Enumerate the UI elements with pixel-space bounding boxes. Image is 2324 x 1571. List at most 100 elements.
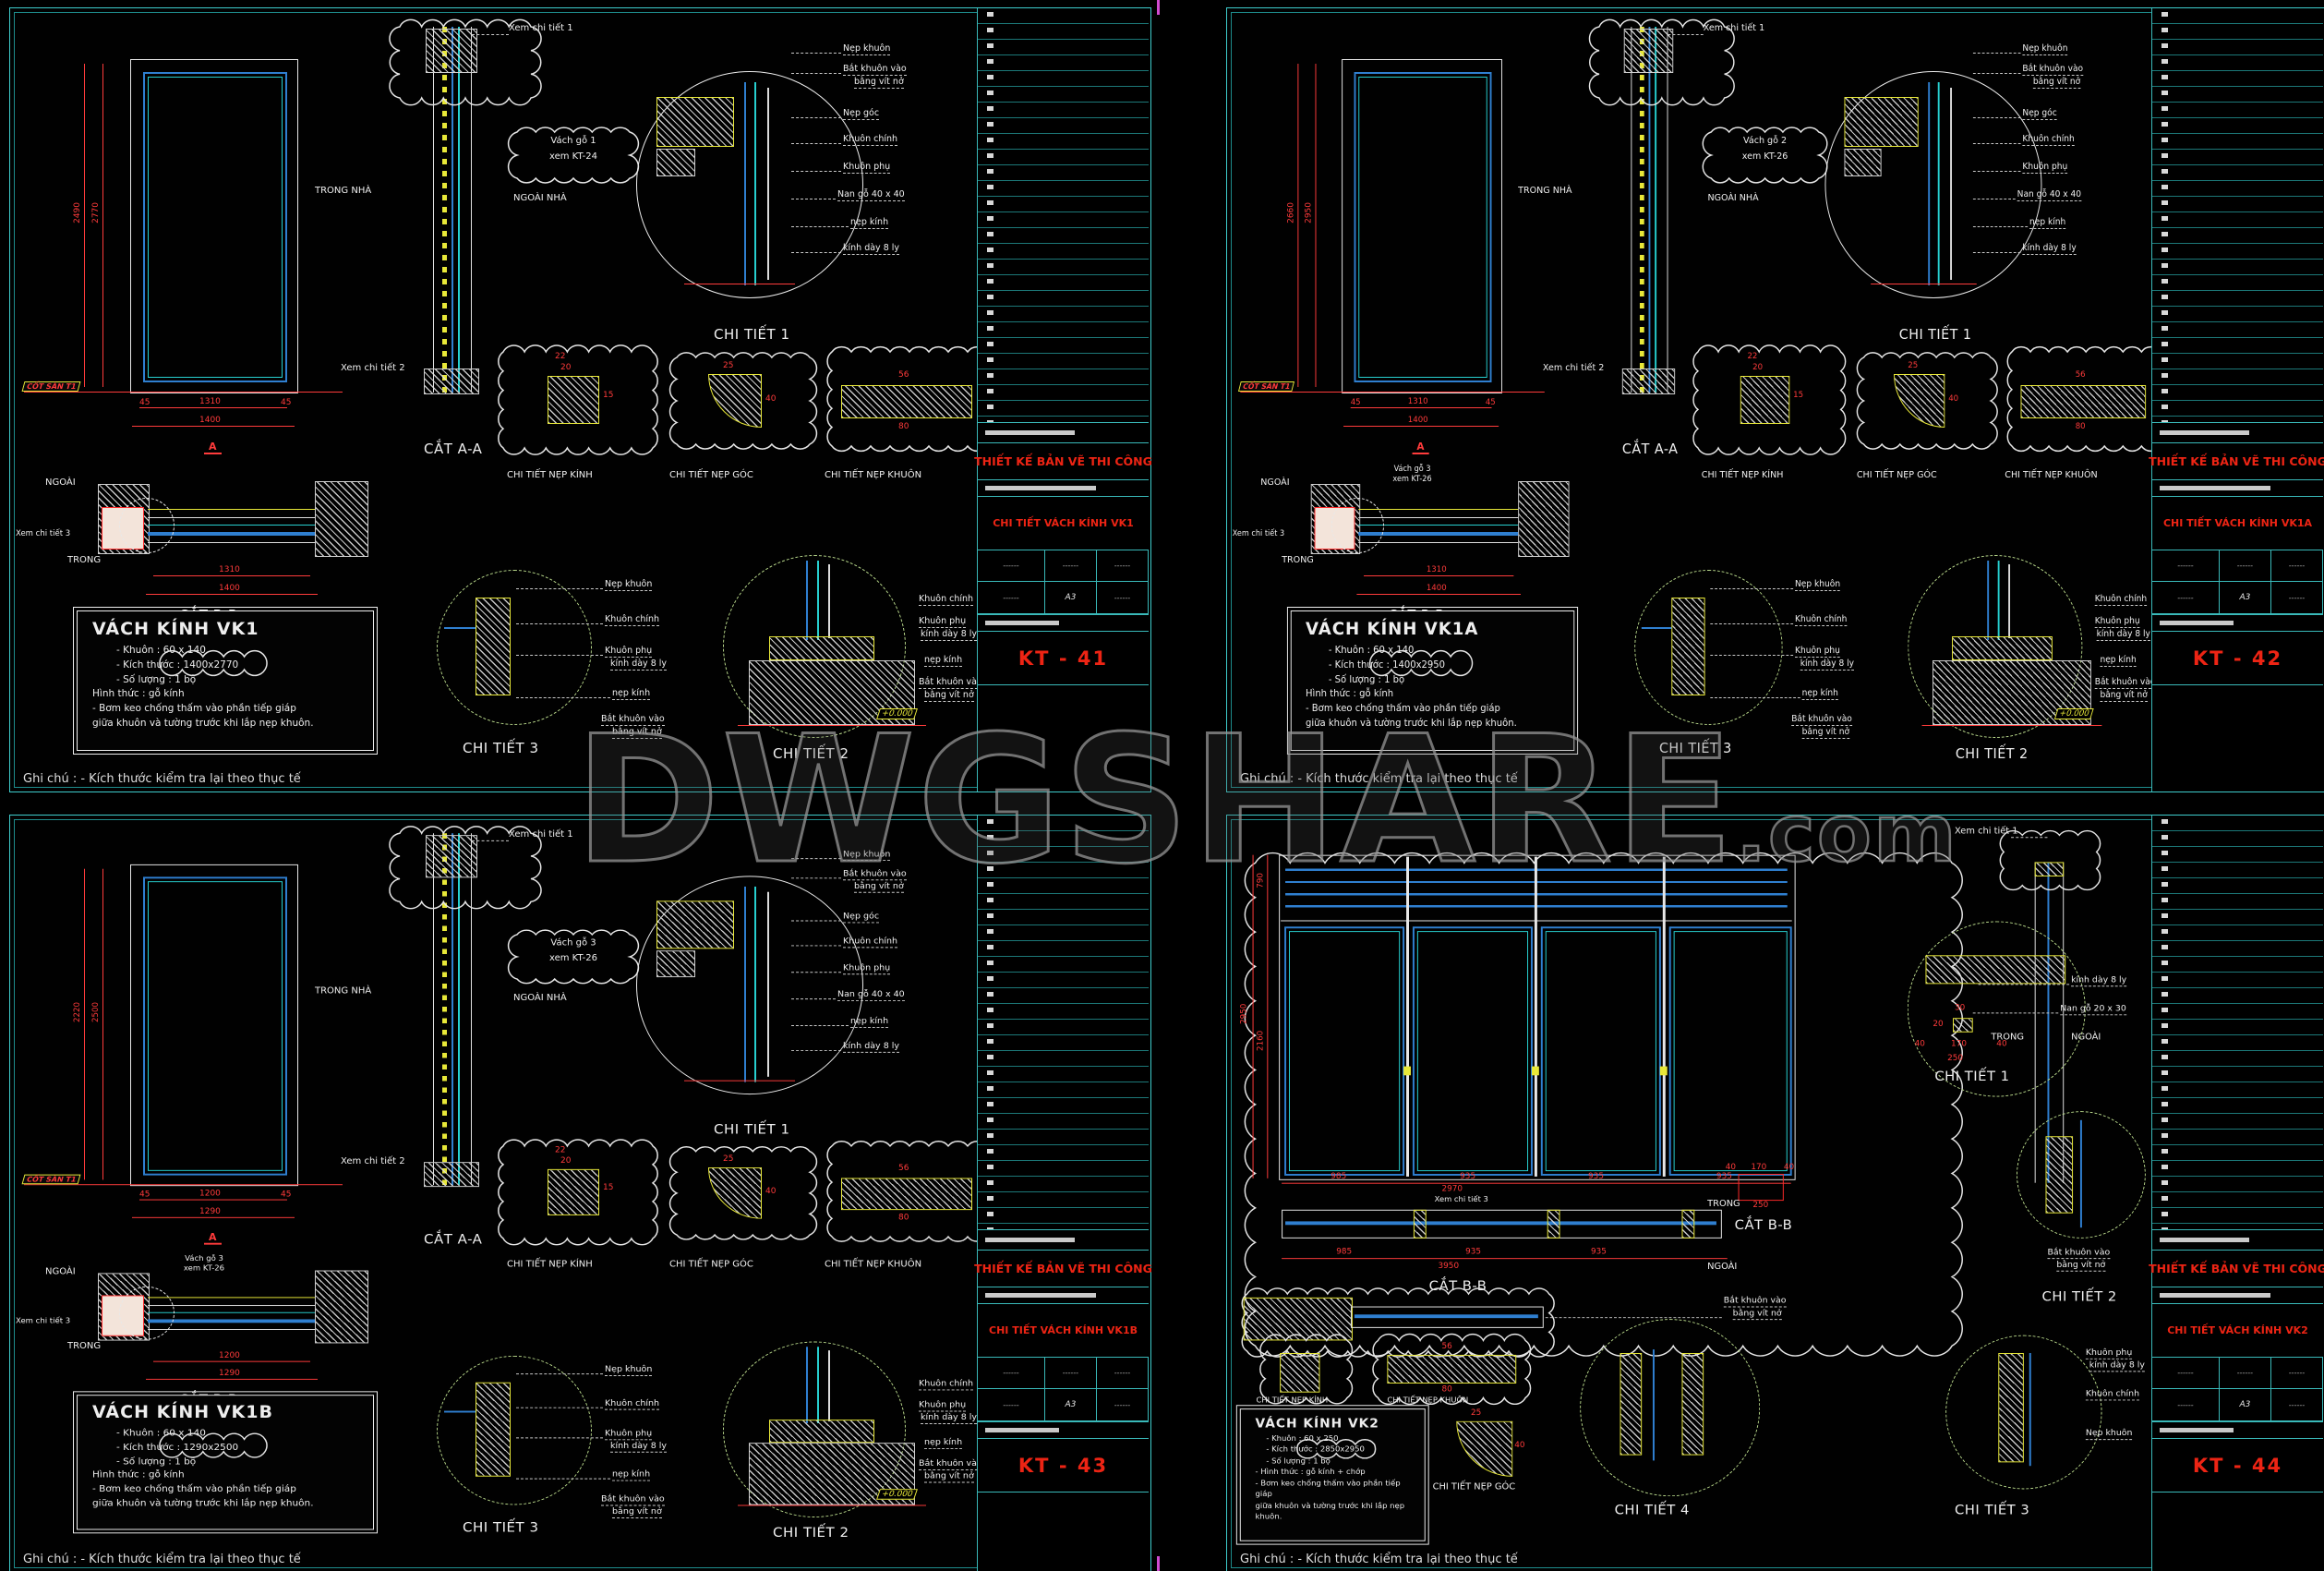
glass-line: [1648, 27, 1651, 393]
glass-line: [1354, 1314, 1538, 1318]
grid-cell: ------: [1044, 1358, 1097, 1389]
title-block-row: [2152, 480, 2323, 497]
see-detail-2-label: Xem chi tiết 2: [1542, 363, 1605, 373]
glass-line: [444, 1410, 476, 1413]
frame-line: [1358, 542, 1519, 544]
drawing-title: CHI TIẾT VÁCH KÍNH VK1B: [978, 1304, 1149, 1358]
wall-pier-hatch: [315, 481, 368, 557]
dim-label: 40: [1948, 394, 1959, 404]
title-block-strip: THIẾT KẾ BẢN VẼ THI CÔNG CHI TIẾT VÁCH K…: [2149, 8, 2324, 792]
callout-kinh-day: kính dày 8 ly: [843, 243, 900, 255]
title-block-header: THIẾT KẾ BẢN VẼ THI CÔNG: [974, 443, 1152, 480]
post-section-box: [1738, 1174, 1784, 1202]
nan-go-block: [1953, 1018, 1973, 1033]
glass-line: [1937, 82, 1940, 285]
dim-label: 1400: [199, 416, 221, 425]
spec-line: giữa khuôn và tường trước khi lắp nẹp kh…: [92, 1497, 314, 1509]
dim-label: 25: [723, 361, 734, 370]
glass-line: [148, 1311, 315, 1314]
dim-label: 40: [1725, 1163, 1737, 1173]
frame-line: [148, 517, 315, 519]
illegible-text-bar: [985, 621, 1059, 625]
leader-line: [516, 1478, 610, 1480]
detail-4-circle: [1580, 1319, 1761, 1497]
glass-line: [754, 82, 756, 285]
floor-line: [738, 1505, 926, 1506]
inside-label: TRONG NHÀ: [315, 985, 372, 997]
revision-cloud: [507, 127, 640, 184]
drawing-area: 2770 2490 CỐT SÀN T1 45 45 1310 1400 A X…: [10, 8, 993, 766]
dim-line: [139, 407, 287, 408]
revision-cloud: [1369, 649, 1474, 677]
elevation-frame: [1279, 854, 1796, 1180]
dim-line: [84, 868, 85, 1180]
frame-line: [1950, 88, 1953, 280]
title-block-row: [978, 1287, 1149, 1304]
callout-kinh-day: kính dày 8 ly: [2022, 243, 2077, 255]
dim-line: [153, 575, 310, 576]
title-block-header: THIẾT KẾ BẢN VẼ THI CÔNG: [2149, 1251, 2324, 1287]
detail-nep-goc-title: CHI TIẾT NẸP GÓC: [1432, 1481, 1516, 1492]
leader-line: [791, 171, 841, 172]
dim-label: 1310: [199, 397, 221, 406]
callout-khuon-phu: Khuôn phụ: [605, 1428, 653, 1441]
dim-label: 250: [1752, 1201, 1769, 1210]
leader-line: [1972, 73, 2021, 74]
dim-label: 985: [1336, 1247, 1353, 1257]
drawing-area: 790 2160 2950 985 935 935 935 2970 Xem c…: [1227, 816, 2146, 1550]
glass-line: [148, 532, 315, 536]
inside-label: TRONG NHÀ: [315, 186, 372, 196]
outside-label: NGOÀI NHÀ: [1707, 193, 1759, 203]
section-bb-strip: [148, 1297, 315, 1332]
callout-nep-kinh: nẹp kính: [850, 1016, 889, 1028]
leader-line: [1978, 984, 2070, 985]
frame-line: [1358, 517, 1519, 519]
elevation-frame: [130, 864, 298, 1187]
dim-label: 40: [765, 394, 777, 404]
level-tag: +0.000: [2053, 708, 2095, 719]
callout-khuon-chinh: Khuôn chính: [919, 1378, 974, 1391]
dim-label: 56: [2075, 370, 2086, 380]
callout-bat-khuon: bằng vít nở: [2100, 690, 2148, 702]
section-aa-title: CẮT A-A: [424, 441, 483, 457]
title-block-row: [2152, 615, 2323, 632]
wood-frame-hatch: [1925, 955, 2066, 985]
wall-hatch: [426, 29, 477, 73]
leader-line: [791, 73, 841, 74]
detail-nep-kinh-title: CHI TIẾT NẸP KÍNH: [1256, 1396, 1329, 1406]
joint-block: [1547, 1209, 1560, 1239]
dim-label: 40: [1996, 1039, 2007, 1049]
sheet-vk1b: 2500 2220 CỐT SÀN T1 45 45 1200 1290 A X…: [9, 815, 1152, 1571]
spec-line: - Số lượng : 1 bộ: [116, 1456, 197, 1467]
detail-2-circle: [1908, 555, 2083, 738]
wood-frame-hatch: [1671, 598, 1705, 695]
callout-nep-khuon: Nẹp khuôn: [605, 1364, 653, 1377]
illegible-text-bar: [2160, 1238, 2250, 1242]
callout-bat-khuon: Bắt khuôn vào: [2047, 1247, 2111, 1260]
dim-line: [1343, 426, 1499, 427]
dim-line: [153, 1360, 310, 1362]
detail-3-circle: [437, 570, 592, 725]
revision-cloud: [1372, 1333, 1532, 1406]
wood-frame-hatch: [656, 97, 734, 147]
wall-hatch: [656, 149, 695, 176]
floor-level-tag: CỐT SÀN T1: [1237, 381, 1295, 392]
glass-line: [806, 1347, 808, 1424]
illegible-text-bar: [985, 1293, 1097, 1298]
dim-label: 1400: [1407, 416, 1428, 425]
callout-kinh-day: kính dày 8 ly: [610, 1441, 668, 1453]
nep-goc-section: [1456, 1420, 1513, 1477]
dim-label: 935: [1588, 1172, 1604, 1181]
title-block-grid: ------ ------ ------ ------ A3 ------: [2152, 550, 2323, 615]
section-marker-a: A: [204, 1231, 222, 1245]
level-tag: +0.000: [876, 708, 919, 719]
inside-label: TRONG: [67, 555, 102, 565]
mullion: [1662, 856, 1666, 1177]
glass-panel: [1412, 926, 1533, 1176]
spec-line: - Kích thước : 1400x2770: [116, 659, 239, 671]
section-bb-strip: [1282, 1209, 1722, 1239]
dim-label: 56: [898, 370, 909, 380]
inside-label: TRONG: [1282, 555, 1314, 565]
dim-label: 20: [1933, 1020, 1944, 1029]
detail-nep-khuon-title: CHI TIẾT NẸP KHUÔN: [825, 470, 922, 480]
